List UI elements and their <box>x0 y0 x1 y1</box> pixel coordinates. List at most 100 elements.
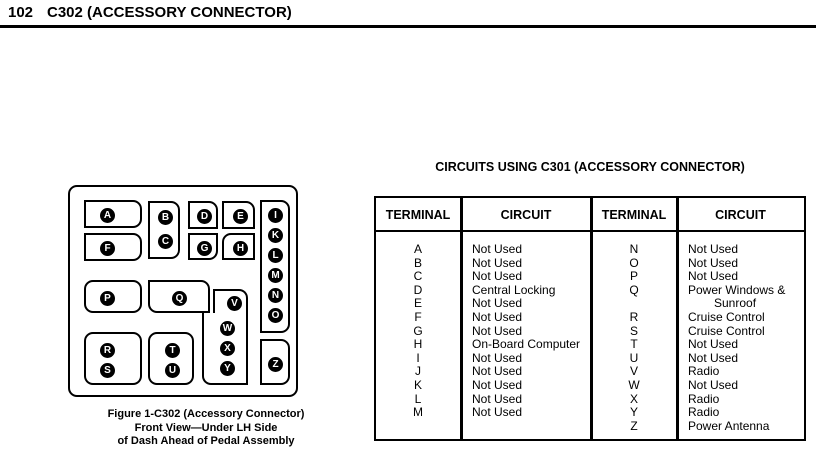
table-row: Radio <box>688 364 720 379</box>
cavity-f: F <box>84 233 142 261</box>
cavity-wxy: W X Y <box>202 313 248 385</box>
table-row: V <box>629 364 638 379</box>
terminal-t: T <box>165 343 180 358</box>
column-divider-3 <box>676 198 679 439</box>
table-row: K <box>413 377 422 392</box>
terminal-g: G <box>197 241 212 256</box>
terminal-y: Y <box>220 361 235 376</box>
terminal-s: S <box>100 363 115 378</box>
terminal-c: C <box>158 234 173 249</box>
column-header-circuit-2: CIRCUIT <box>715 208 766 222</box>
terminal-n: N <box>268 288 283 303</box>
terminal-d: D <box>197 209 212 224</box>
table-row: Sunroof <box>714 296 757 311</box>
table-row: Radio <box>688 391 720 406</box>
terminal-k: K <box>268 228 283 243</box>
terminal-m: M <box>268 268 283 283</box>
cavity-q: Q <box>148 280 210 313</box>
table-row: Not Used <box>472 255 523 270</box>
column-divider-1 <box>460 198 463 439</box>
table-row: Power Windows & <box>688 282 786 297</box>
column-header-circuit-1: CIRCUIT <box>500 208 552 222</box>
connector-figure: A F B C D E G H I K L M N O <box>56 178 356 468</box>
table-row: Not Used <box>472 296 523 311</box>
cavity-p: P <box>84 280 142 313</box>
table-title: CIRCUITS USING C301 (ACCESSORY CONNECTOR… <box>435 160 745 174</box>
cavity-tu: T U <box>148 332 194 385</box>
table-row: Not Used <box>688 337 739 352</box>
terminal-a: A <box>100 208 115 223</box>
table-row: I <box>416 350 420 365</box>
table-row: U <box>629 350 639 365</box>
terminal-r: R <box>100 343 115 358</box>
terminal-w: W <box>220 321 235 336</box>
cavity-z: Z <box>260 339 290 385</box>
table-row: O <box>629 255 639 270</box>
caption-line-3: of Dash Ahead of Pedal Assembly <box>117 435 295 447</box>
cavity-a: A <box>84 200 142 228</box>
terminal-x: X <box>220 341 235 356</box>
terminal-b: B <box>158 210 173 225</box>
terminal-z: Z <box>268 357 283 372</box>
table-row: Y <box>629 405 638 420</box>
table-row: C <box>413 269 423 284</box>
table-row: F <box>414 309 422 324</box>
table-row: R <box>629 309 639 324</box>
cavity-e: E <box>222 201 255 229</box>
table-row: X <box>629 391 638 406</box>
table-row: N <box>629 242 639 256</box>
table-row: E <box>413 296 422 311</box>
cavity-h: H <box>222 233 255 260</box>
table-row: J <box>415 364 421 379</box>
caption-line-1: Figure 1-C302 (Accessory Connector) <box>107 408 305 420</box>
table-row: Not Used <box>472 377 523 392</box>
table-row: Cruise Control <box>688 309 765 324</box>
table-row: L <box>414 391 422 406</box>
terminal-u: U <box>165 363 180 378</box>
terminal-v: V <box>227 296 242 311</box>
page-number: 102 <box>8 4 34 21</box>
caption-line-2: Front View—Under LH Side <box>134 421 278 434</box>
table-row <box>592 297 676 311</box>
column-header-terminal-1: TERMINAL <box>385 208 451 222</box>
table-row: W <box>628 377 640 392</box>
terminal-q: Q <box>172 291 187 306</box>
table-row: H <box>413 337 423 352</box>
table-row: Not Used <box>472 242 523 256</box>
table-row: D <box>413 282 423 297</box>
cavity-iklmno: I K L M N O <box>260 200 290 333</box>
page-header: 102 C302 (ACCESSORY CONNECTOR) <box>0 0 816 30</box>
table-row: Power Antenna <box>688 418 770 433</box>
header-divider <box>0 25 816 28</box>
table-row: Q <box>629 282 639 297</box>
terminal-i: I <box>268 208 283 223</box>
table-row: Not Used <box>688 350 739 365</box>
table-row: Not Used <box>472 391 523 406</box>
table-row: S <box>629 323 638 338</box>
table-row: P <box>629 269 638 284</box>
table-row: B <box>413 255 422 270</box>
table-row: Not Used <box>688 255 739 270</box>
table-row: Not Used <box>688 242 739 256</box>
page-title: C302 (ACCESSORY CONNECTOR) <box>47 4 292 21</box>
table-row: G <box>413 323 423 338</box>
cavity-bc: B C <box>148 201 180 259</box>
table-row: Central Locking <box>472 282 556 297</box>
terminal-p: P <box>100 291 115 306</box>
terminal-l: L <box>268 248 283 263</box>
table-row: Cruise Control <box>688 323 765 338</box>
connector-body-outline: A F B C D E G H I K L M N O <box>68 185 298 397</box>
table-row: On-Board Computer <box>472 337 581 352</box>
terminal-f: F <box>100 241 115 256</box>
table-row: Not Used <box>688 269 739 284</box>
table-row: Not Used <box>472 364 523 379</box>
table-row: Not Used <box>472 350 523 365</box>
table-row: M <box>413 405 423 420</box>
table-row: Not Used <box>472 309 523 324</box>
cavity-rs: R S <box>84 332 142 385</box>
table-row: Not Used <box>688 377 739 392</box>
